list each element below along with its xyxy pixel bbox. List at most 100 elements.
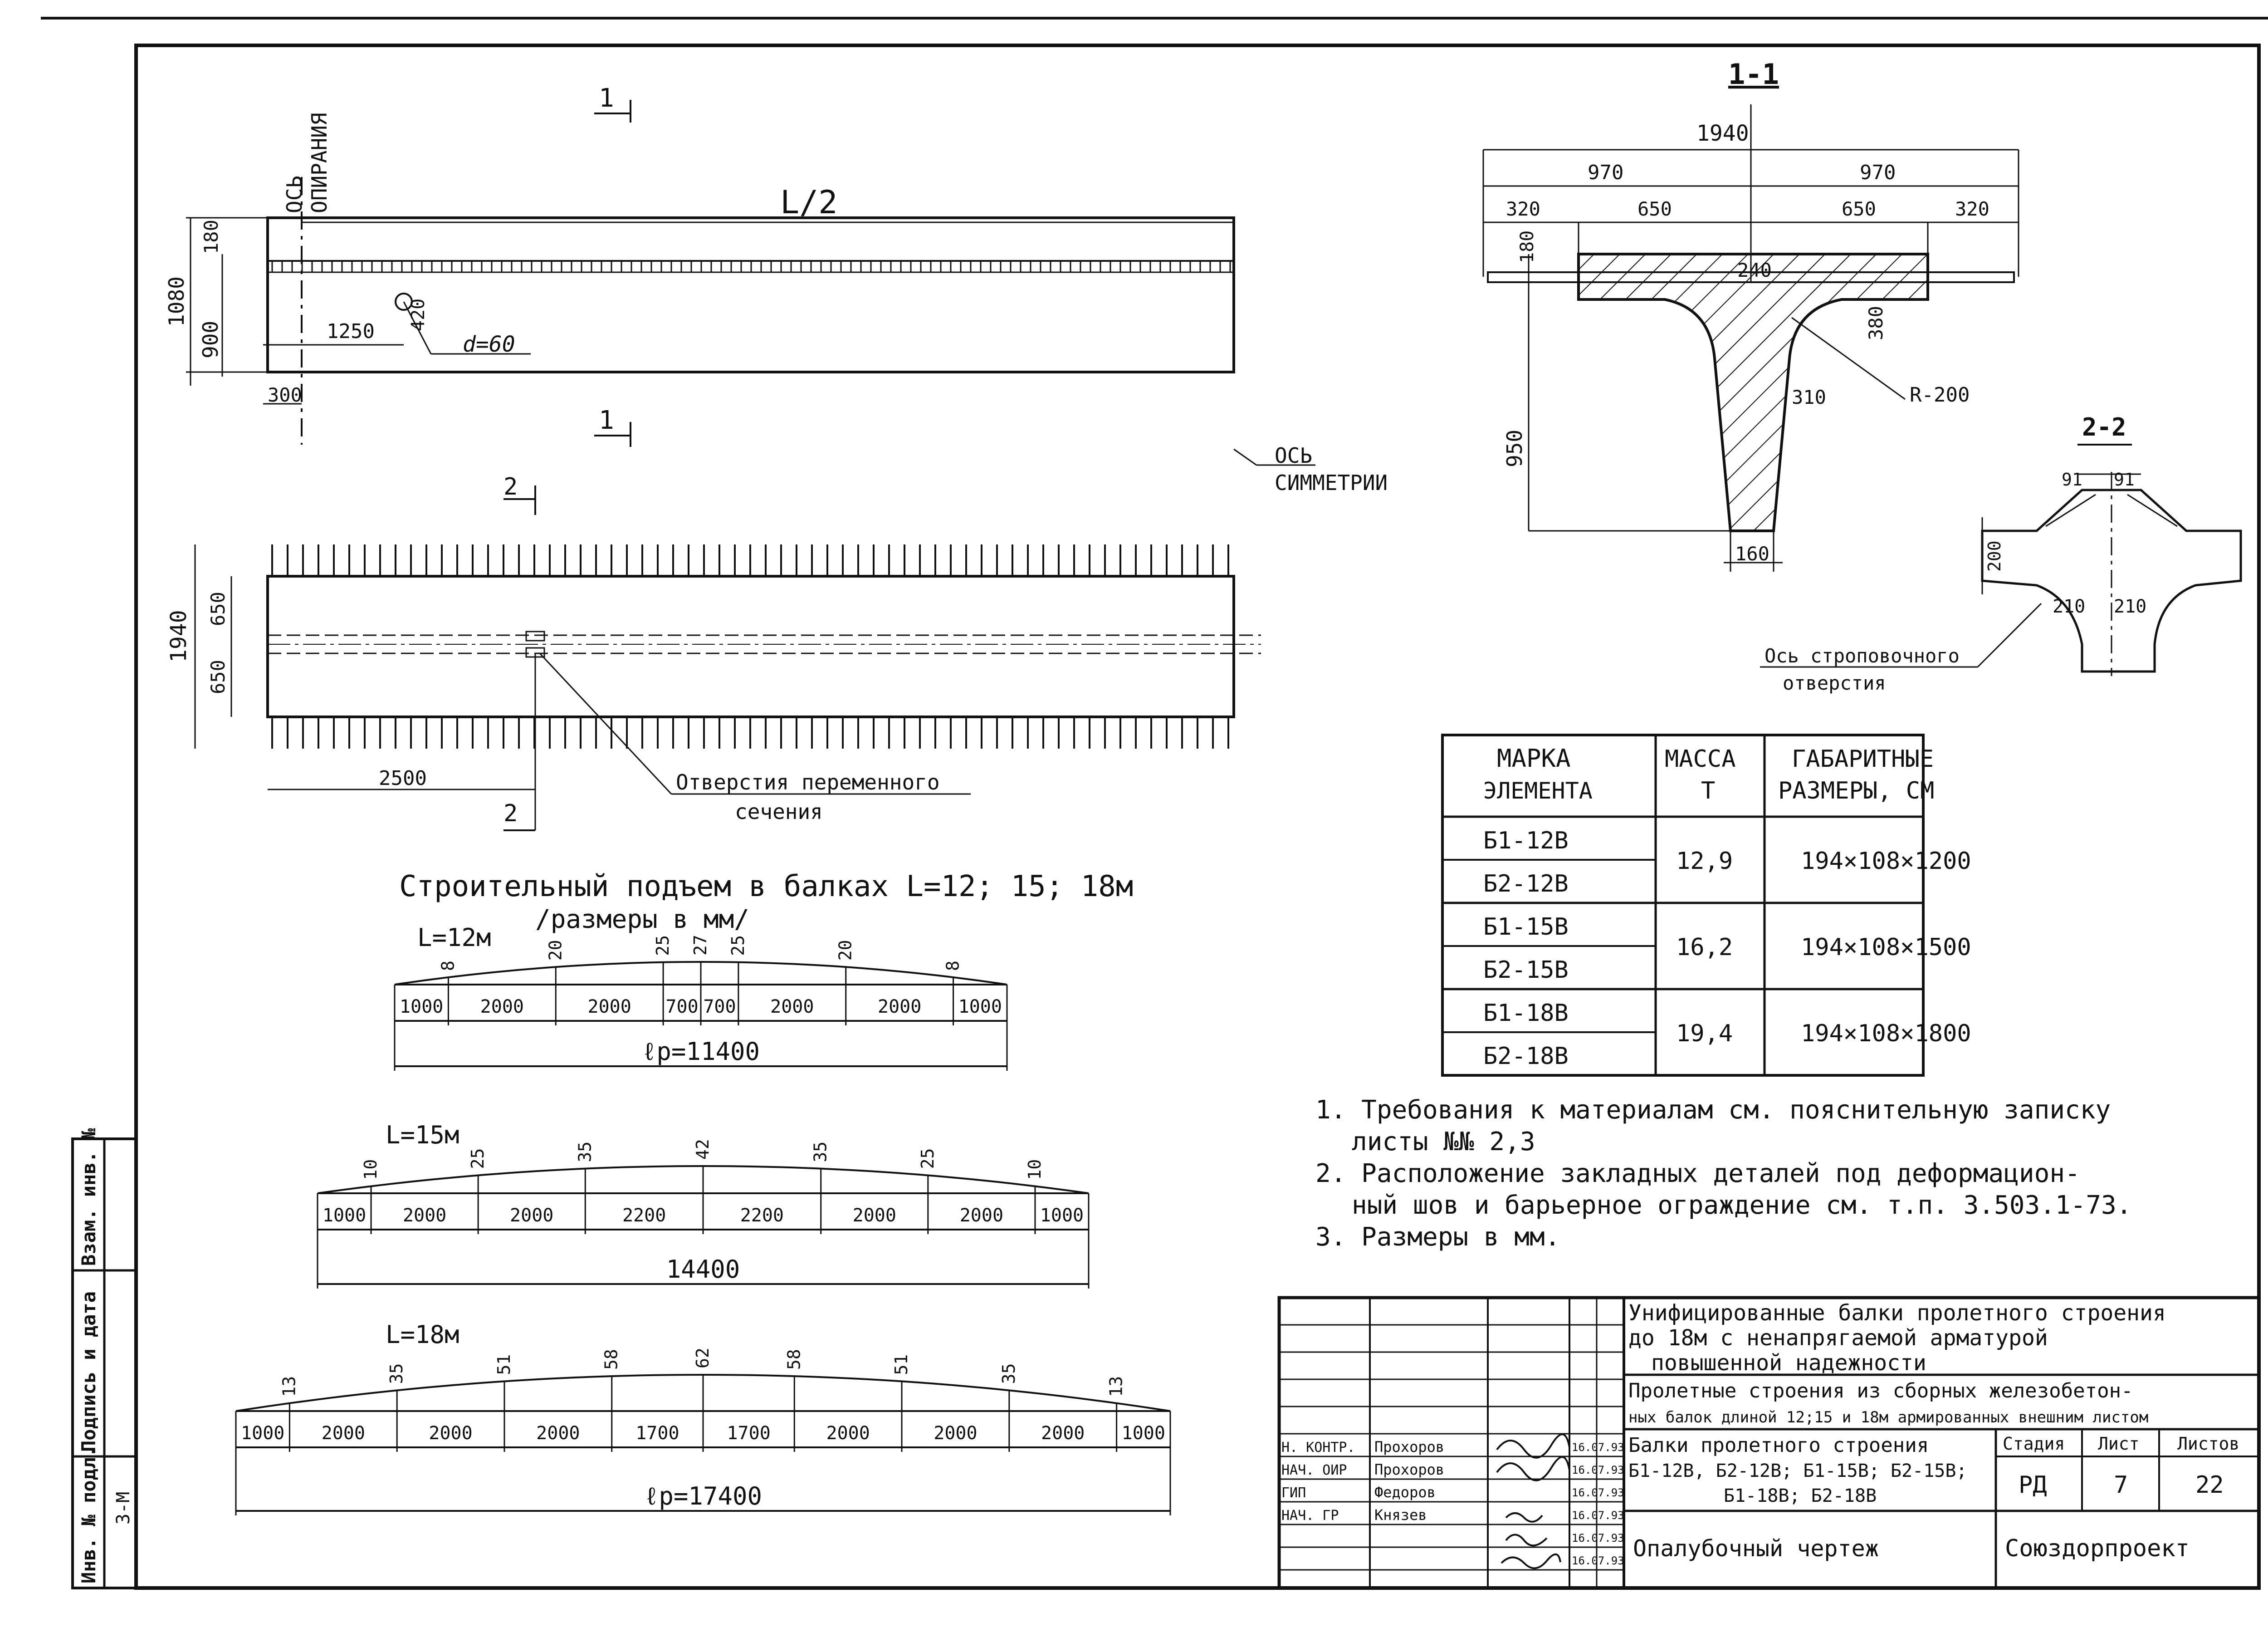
tb-staff-date-3: 16.07.93 <box>1572 1486 1624 1499</box>
dim-s11-320-b: 320 <box>1955 198 1989 220</box>
tb-listov: 22 <box>2195 1471 2224 1499</box>
tb-drawing-name: Опалубочный чертеж <box>1633 1535 1879 1562</box>
camber-segment-label: 1000 <box>241 1423 284 1444</box>
camber-value-label: 20 <box>545 940 565 961</box>
camber-segment-label: 2000 <box>510 1205 553 1226</box>
dim-s11-970-a: 970 <box>1588 161 1623 184</box>
td-mark-b1-18: Б1-18В <box>1483 1000 1569 1027</box>
th-massa-2: Т <box>1701 777 1715 804</box>
dim-s11-1940: 1940 <box>1696 121 1749 146</box>
camber-value-label: 58 <box>784 1349 804 1370</box>
camber-value-label: 42 <box>693 1139 713 1160</box>
camber-segment-label: 2000 <box>826 1423 870 1444</box>
camber-segment-label: 700 <box>703 996 736 1017</box>
stamp-podpis-data: Подпись и дата <box>78 1291 100 1452</box>
camber-value-label: 10 <box>361 1159 381 1180</box>
camber-diagram-l18: 1000132000352000512000581700621700582000… <box>235 1348 1171 1515</box>
camber-segment-label: 2000 <box>853 1205 896 1226</box>
td-dims-18: 194×108×1800 <box>1801 1020 1971 1047</box>
camber-segment-label: 2000 <box>770 996 814 1017</box>
td-dims-12: 194×108×1200 <box>1801 848 1971 875</box>
td-mark-b2-15: Б2-15В <box>1483 956 1569 984</box>
camber-total-label: ℓр=17400 <box>644 1482 762 1510</box>
stamp-vzam-inv: Взам. инв. № <box>78 1128 100 1266</box>
lifting-hole <box>395 293 413 311</box>
note-1-cont: листы №№ 2,3 <box>1352 1127 1535 1157</box>
signature-5 <box>1501 1553 1561 1569</box>
signature-1 <box>1496 1433 1570 1459</box>
hole-label-1: Отверстия переменного <box>676 770 940 794</box>
dim-s11-650-b: 650 <box>1842 198 1876 220</box>
camber-segment-label: 2000 <box>588 996 631 1017</box>
note-2-cont: ный шов и барьерное ограждение см. т.п. … <box>1352 1191 2131 1220</box>
camber-value-label: 27 <box>690 935 710 956</box>
note-3: 3. Размеры в мм. <box>1315 1222 1560 1252</box>
tb-staff-date-4: 16.07.93 <box>1572 1509 1624 1522</box>
th-marka-2: ЭЛЕМЕНТА <box>1483 778 1593 804</box>
camber-value-label: 51 <box>494 1354 514 1375</box>
camber-value-label: 51 <box>891 1354 911 1375</box>
camber-segment-label: 1700 <box>727 1423 770 1444</box>
section-1-top: 1 <box>599 83 614 113</box>
dim-180: 180 <box>200 220 222 254</box>
label-os-simmetrii-1: ОСЬ <box>1275 443 1312 468</box>
dim-s11-160: 160 <box>1735 543 1769 565</box>
tb-staff-date-2: 16.07.93 <box>1572 1464 1624 1476</box>
tb-staff-name-4: Князев <box>1374 1506 1427 1524</box>
th-marka-1: МАРКА <box>1497 744 1571 773</box>
dim-s11-970-b: 970 <box>1860 161 1896 184</box>
lifting-label-1: Ось строповочного <box>1765 645 1960 667</box>
note-1: 1. Требования к материалам см. пояснител… <box>1315 1095 2111 1125</box>
camber-value-label: 25 <box>653 935 673 956</box>
beam-elevation: ОСЬ ОПИРАНИЯ L/2 180 1080 900 1250 420 d… <box>164 83 1388 495</box>
hole-label-2: сечения <box>735 799 823 824</box>
camber-segment-label: 2000 <box>536 1423 580 1444</box>
camber-section: Строительный подъем в балках L=12; 15; 1… <box>235 870 1171 1515</box>
stamp-inv-podl: Инв. № подл. <box>78 1446 100 1583</box>
td-mark-b1-12: Б1-12В <box>1483 827 1569 854</box>
tb-project-3: повышенной надежности <box>1651 1350 1926 1376</box>
camber-segment-label: 1000 <box>323 1205 366 1226</box>
section-2-2-title: 2-2 <box>2082 413 2126 441</box>
camber-segment-label: 2000 <box>960 1205 1003 1226</box>
dim-s22-210-b: 210 <box>2114 596 2146 617</box>
camber-value-label: 13 <box>279 1376 299 1397</box>
section-2-2-shape <box>1981 489 2242 673</box>
dim-s11-320-a: 320 <box>1506 198 1540 220</box>
camber-value-label: 25 <box>918 1148 938 1169</box>
tb-staff-role-3: ГИП <box>1281 1485 1306 1501</box>
td-mark-b2-12: Б2-12В <box>1483 870 1569 897</box>
camber-value-label: 35 <box>999 1363 1019 1384</box>
dim-s22-200: 200 <box>1984 540 2004 572</box>
camber-value-label: 35 <box>386 1363 406 1384</box>
camber-segment-label: 2200 <box>622 1205 666 1226</box>
tb-project-1: Унифицированные балки пролетного строени… <box>1628 1300 2166 1326</box>
camber-title-1: Строительный подъем в балках L=12; 15; 1… <box>399 870 1133 903</box>
tb-project-2: до 18м с ненапрягаемой арматурой <box>1628 1325 2048 1351</box>
label-half-length: L/2 <box>780 184 837 221</box>
tb-sheet-title-3: Б1-18В; Б2-18В <box>1724 1485 1877 1506</box>
tb-listov-label: Листов <box>2177 1434 2239 1454</box>
camber-l18-label: L=18м <box>386 1320 459 1349</box>
label-os-simmetrii-2: СИММЕТРИИ <box>1275 471 1388 495</box>
element-table: МАРКА ЭЛЕМЕНТА МАССА Т ГАБАРИТНЫЕ РАЗМЕР… <box>1441 734 1971 1077</box>
tb-list-label: Лист <box>2098 1434 2140 1454</box>
dim-s22-91-b: 91 <box>2114 470 2135 490</box>
tb-sheet-title-2: Б1-12В, Б2-12В; Б1-15В; Б2-15В; <box>1628 1461 1967 1481</box>
camber-value-label: 35 <box>575 1142 595 1162</box>
camber-total-label: ℓр=11400 <box>642 1037 760 1066</box>
camber-value-label: 8 <box>943 961 963 971</box>
general-notes: 1. Требования к материалам см. пояснител… <box>1315 1095 2131 1252</box>
tb-subtitle-1: Пролетные строения из сборных железобето… <box>1628 1379 2133 1402</box>
camber-segment-label: 2000 <box>1041 1423 1085 1444</box>
side-stamp: Взам. инв. № Подпись и дата Инв. № подл.… <box>71 1128 137 1589</box>
tb-staff-name-1: Прохоров <box>1374 1438 1444 1456</box>
dim-s11-R200: R-200 <box>1910 383 1970 407</box>
signature-2 <box>1496 1456 1570 1481</box>
title-block: Унифицированные балки пролетного строени… <box>1277 1296 2261 1590</box>
label-os: ОСЬ <box>282 176 307 213</box>
camber-segment-label: 1700 <box>635 1423 679 1444</box>
camber-segment-label: 2000 <box>429 1423 472 1444</box>
camber-value-label: 20 <box>836 940 855 961</box>
